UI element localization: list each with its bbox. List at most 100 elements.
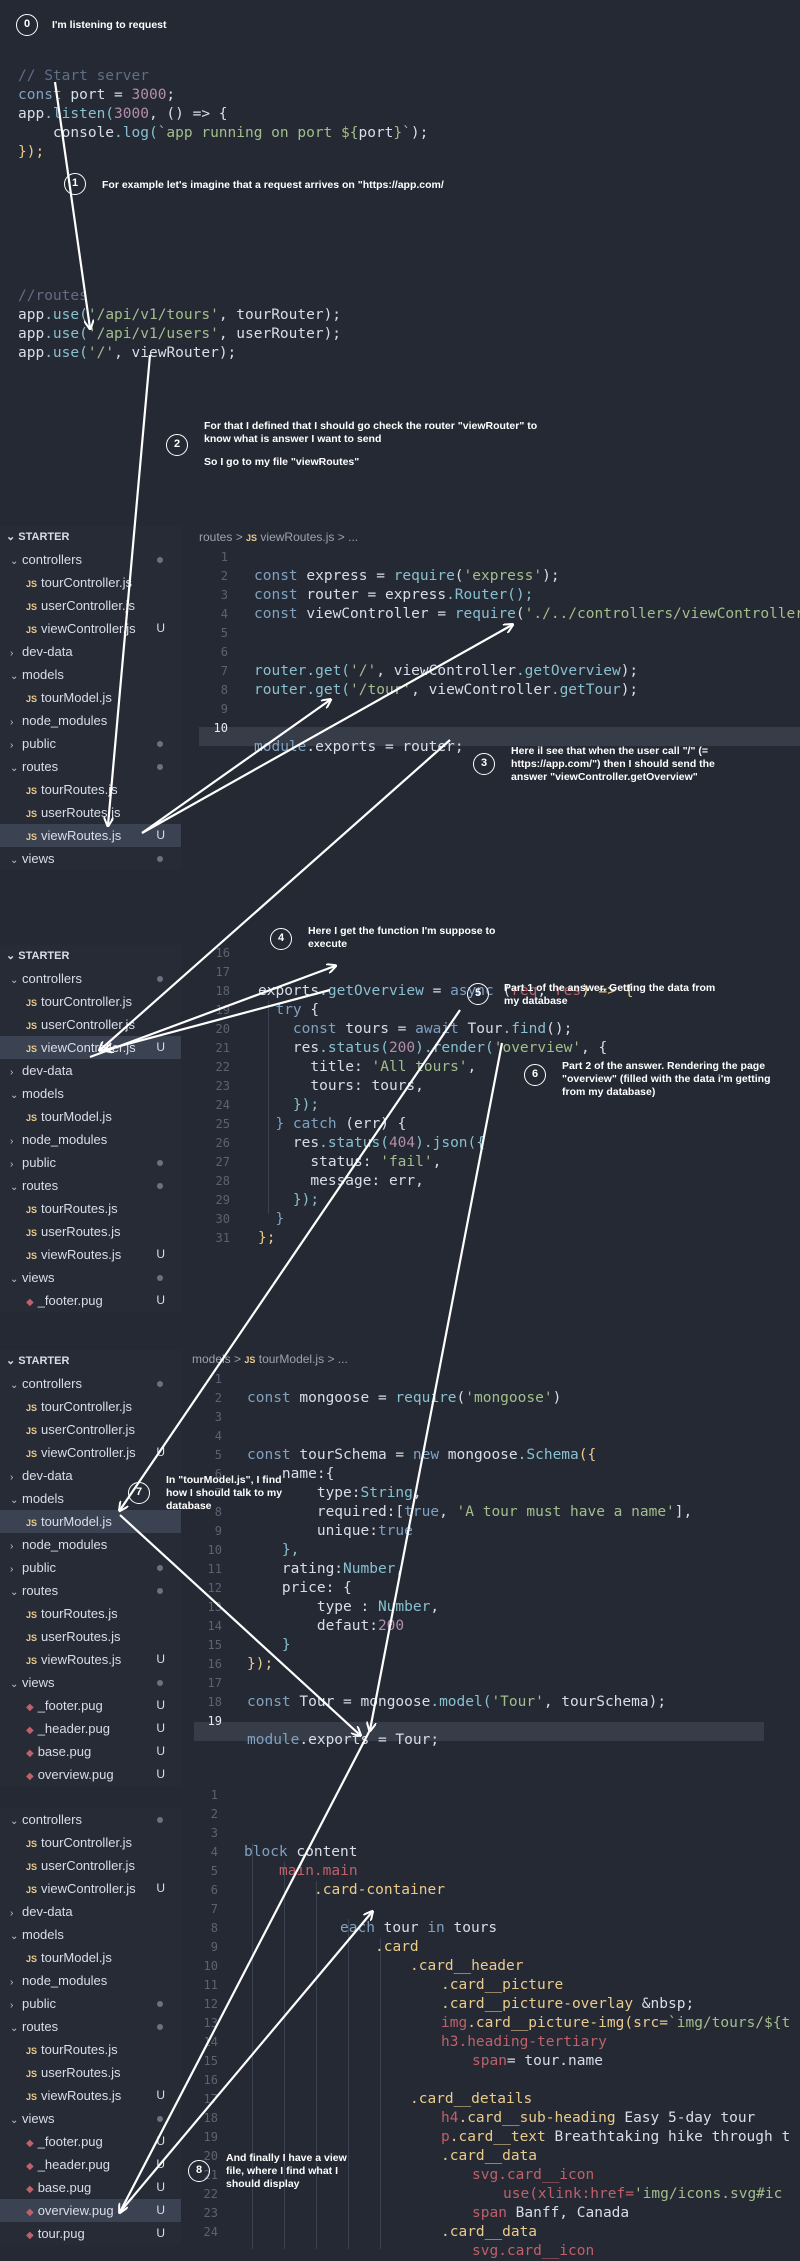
code-comment: //routes xyxy=(18,288,88,304)
explorer-folder[interactable]: ⌄routes xyxy=(0,755,181,778)
explorer-folder[interactable]: ›node_modules xyxy=(0,1128,181,1151)
code-token: .card__picture-overlay xyxy=(441,1996,642,2012)
explorer-folder[interactable]: ›node_modules xyxy=(0,1533,181,1556)
explorer-title[interactable]: ⌄ STARTER xyxy=(0,1350,181,1372)
step-note-8: And finally I have a view file, where I … xyxy=(226,2152,347,2190)
line-number: 24 xyxy=(203,2225,218,2239)
code-token: require xyxy=(395,1390,457,1406)
explorer-folder[interactable]: ⌄models xyxy=(0,1923,181,1946)
line-number: 20 xyxy=(203,2149,218,2163)
code-token: , xyxy=(467,1059,477,1075)
step-badge-8: 8 xyxy=(188,2160,210,2182)
breadcrumb-file[interactable]: viewRoutes.js xyxy=(260,530,335,544)
code-token: .getOverview xyxy=(515,663,621,679)
flow-arrow xyxy=(105,988,331,1050)
explorer-folder[interactable]: ⌄models xyxy=(0,1082,181,1105)
explorer-folder[interactable]: ⌄controllers xyxy=(0,548,181,571)
line-number: 6 xyxy=(214,1467,222,1481)
explorer-folder[interactable]: ›public xyxy=(0,732,181,755)
explorer-item-label: controllers xyxy=(22,552,82,567)
explorer-folder[interactable]: ›public xyxy=(0,1556,181,1579)
modified-dot-icon xyxy=(157,1817,163,1823)
modified-dot-icon xyxy=(157,1565,163,1571)
step-note-6: Part 2 of the answer. Rendering the page… xyxy=(562,1060,771,1098)
line-number: 1 xyxy=(210,1788,218,1802)
explorer-item-label: tourController.js xyxy=(41,994,133,1009)
explorer-folder[interactable]: ⌄models xyxy=(0,663,181,686)
explorer-folder[interactable]: ⌄views xyxy=(0,2107,181,2130)
explorer-folder[interactable]: ›public xyxy=(0,1151,181,1174)
explorer-folder[interactable]: ›dev-data xyxy=(0,1059,181,1082)
code-token: const xyxy=(254,606,298,622)
explorer-folder[interactable]: ⌄routes xyxy=(0,1579,181,1602)
explorer-folder[interactable]: ⌄controllers xyxy=(0,1808,181,1831)
explorer-folder[interactable]: ›dev-data xyxy=(0,1464,181,1487)
explorer-folder[interactable]: ⌄models xyxy=(0,1487,181,1510)
code-token: .card__header xyxy=(410,1958,524,1974)
code-token: require xyxy=(393,568,455,584)
breadcrumb-folder[interactable]: routes xyxy=(199,530,233,544)
breadcrumb-file[interactable]: tourModel.js xyxy=(258,1352,325,1366)
explorer-folder[interactable]: ⌄views xyxy=(0,1671,181,1694)
explorer-folder[interactable]: ⌄routes xyxy=(0,2015,181,2038)
explorer-folder[interactable]: ›public xyxy=(0,1992,181,2015)
explorer-item-label: models xyxy=(22,1491,64,1506)
chevron-right-icon: › xyxy=(10,1136,14,1147)
explorer-folder[interactable]: ⌄views xyxy=(0,1266,181,1289)
explorer-folder[interactable]: ⌄routes xyxy=(0,1174,181,1197)
explorer-folder[interactable]: ⌄controllers xyxy=(0,1372,181,1395)
model-code: const mongoose = require('mongoose') con… xyxy=(247,1370,692,1750)
explorer-folder[interactable]: ⌄views xyxy=(0,847,181,870)
explorer-folder[interactable]: ›node_modules xyxy=(0,1969,181,1992)
explorer-title[interactable]: ⌄ STARTER xyxy=(0,945,181,967)
code-token: '/' xyxy=(350,663,377,679)
explorer-folder[interactable]: ›dev-data xyxy=(0,1900,181,1923)
explorer-folder[interactable]: ›node_modules xyxy=(0,709,181,732)
code-token: const xyxy=(258,1021,337,1037)
line-number: 4 xyxy=(214,1429,222,1443)
explorer-folder[interactable]: ⌄controllers xyxy=(0,967,181,990)
explorer-title[interactable]: ⌄ STARTER xyxy=(0,526,181,548)
breadcrumb-more[interactable]: ... xyxy=(337,1352,348,1366)
breadcrumb-more[interactable]: ... xyxy=(348,530,359,544)
code-token: .Router(); xyxy=(446,587,534,603)
explorer-folder[interactable]: ›dev-data xyxy=(0,640,181,663)
